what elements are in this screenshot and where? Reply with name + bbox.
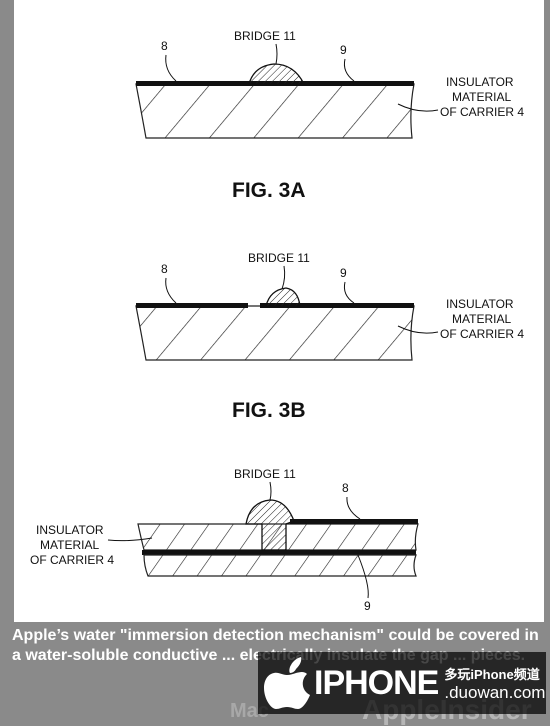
carrier-body xyxy=(135,83,415,139)
fig-3b: BRIDGE 11 8 9 INSULATOR MATERIAL OF CARR… xyxy=(135,251,524,422)
brand-text: IPHONE xyxy=(314,663,439,702)
insulator-line-3: OF CARRIER 4 xyxy=(440,105,524,119)
bridge-label: BRIDGE 11 xyxy=(248,251,310,265)
insulator-line-2: MATERIAL xyxy=(40,538,99,552)
bridge-label: BRIDGE 11 xyxy=(234,29,296,43)
bridge-shape xyxy=(248,63,306,85)
patent-diagram: BRIDGE 11 8 9 INSULATOR MATERIAL OF CARR… xyxy=(30,29,524,613)
fig-3a: BRIDGE 11 8 9 INSULATOR MATERIAL OF CARR… xyxy=(135,29,524,202)
lower-conductor xyxy=(142,550,416,555)
apple-logo-icon xyxy=(264,657,310,709)
label-9: 9 xyxy=(340,43,347,57)
site-info: 多玩iPhone频道 .duowan.com xyxy=(444,664,545,703)
label-8: 8 xyxy=(342,481,349,495)
insulator-line-2: MATERIAL xyxy=(452,312,511,326)
upper-conductor xyxy=(290,519,418,524)
insulator-line-3: OF CARRIER 4 xyxy=(440,327,524,341)
insulator-line-2: MATERIAL xyxy=(452,90,511,104)
conductor-right xyxy=(260,303,414,308)
fig-3a-caption: FIG. 3A xyxy=(232,179,306,202)
patent-figure-panel: BRIDGE 11 8 9 INSULATOR MATERIAL OF CARR… xyxy=(14,0,544,622)
bridge-shape xyxy=(245,499,295,551)
insulator-line-1: INSULATOR xyxy=(36,523,104,537)
carrier-body xyxy=(135,305,415,361)
insulator-line-1: INSULATOR xyxy=(446,297,514,311)
site-chinese-name: 多玩iPhone频道 xyxy=(444,666,540,682)
fig-3b-caption: FIG. 3B xyxy=(232,399,306,422)
fig-3c: BRIDGE 11 8 9 INSULATOR MATERIAL OF CARR… xyxy=(30,467,419,613)
bridge-label: BRIDGE 11 xyxy=(234,467,296,481)
label-9: 9 xyxy=(364,599,371,613)
bridge-remnant xyxy=(265,287,301,307)
label-8: 8 xyxy=(161,39,168,53)
carrier-lower xyxy=(143,554,417,577)
site-logo-overlay: IPHONE 多玩iPhone频道 .duowan.com xyxy=(258,652,546,714)
insulator-line-3: OF CARRIER 4 xyxy=(30,553,114,567)
label-8: 8 xyxy=(161,262,168,276)
conductor-left xyxy=(136,303,248,308)
label-9: 9 xyxy=(340,266,347,280)
insulator-line-1: INSULATOR xyxy=(446,75,514,89)
site-url: .duowan.com xyxy=(444,682,546,702)
